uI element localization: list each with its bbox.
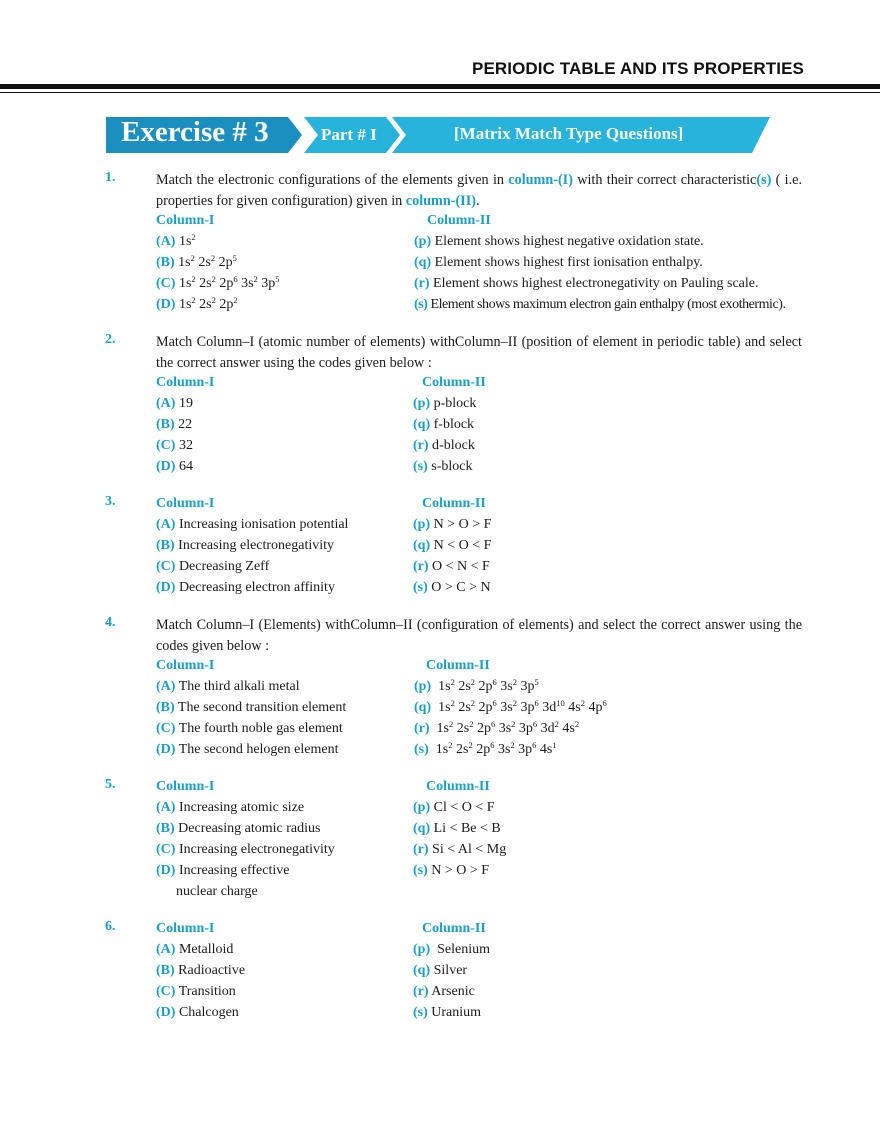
column-2-item: (q) f-block (413, 417, 475, 432)
column-1-item: (B) 1s2 2s2 2p5 (156, 253, 237, 270)
header-rule-thick (0, 84, 880, 89)
column-2-item: (q) N < O < F (413, 538, 492, 553)
column-2-item: (s) 1s2 2s2 2p6 3s2 3p6 4s1 (414, 740, 557, 757)
question-number: 1. (105, 170, 116, 185)
column-2-item: (s) N > O > F (413, 863, 490, 878)
column-2-item: (q) Li < Be < B (413, 821, 501, 836)
column-1-item: (D) Chalcogen (156, 1005, 239, 1020)
column-2-item: (s) Element shows maximum electron gain … (414, 297, 786, 312)
column-1-item: (B) Increasing electronegativity (156, 538, 335, 553)
exercise-banner: Exercise # 3 Part # I [Matrix Match Type… (0, 114, 880, 156)
column-2-item: (r) Si < Al < Mg (413, 842, 507, 857)
column-1-item: (C) Decreasing Zeff (156, 559, 270, 574)
column-1-item: (B) 22 (156, 417, 193, 432)
column-2-item: (r) O < N < F (413, 559, 490, 574)
column-1-item: (A) 19 (156, 396, 193, 411)
question-number: 2. (105, 332, 116, 347)
question-number: 4. (105, 615, 116, 630)
column-1-item: (A) 1s2 (156, 232, 196, 249)
column-1-header: Column-I (156, 921, 215, 936)
column-1-item: (C) Transition (156, 984, 236, 999)
column-1-header: Column-I (156, 375, 215, 390)
column-1-header: Column-I (156, 496, 215, 511)
column-1-item: (D) 64 (156, 459, 193, 474)
column-1-item: (D) 1s2 2s2 2p2 (156, 295, 238, 312)
exercise-title: Exercise # 3 (121, 116, 269, 148)
column-2-item: (q) 1s2 2s2 2p6 3s2 3p6 3d10 4s2 4p6 (414, 698, 607, 715)
question-stem: Match Column–I (atomic number of element… (156, 334, 802, 371)
column-1-item: (C) Increasing electronegativity (156, 842, 335, 857)
column-1-item: (A) The third alkali metal (156, 679, 300, 694)
column-1-item: (D) The second helogen element (156, 742, 339, 757)
column-1-item: (A) Increasing ionisation potential (156, 517, 349, 532)
page-title: PERIODIC TABLE AND ITS PROPERTIES (472, 59, 804, 78)
column-2-header: Column-II (422, 921, 486, 936)
header-rule-thin (0, 92, 880, 93)
column-2-item: (p) N > O > F (413, 517, 492, 532)
column-1-item: (A) Metalloid (156, 942, 234, 957)
column-1-header: Column-I (156, 658, 215, 673)
column-2-item: (p) Selenium (413, 942, 491, 957)
column-2-header: Column-II (426, 658, 490, 673)
banner-shape (106, 117, 770, 153)
column-2-item: (p) Cl < O < F (413, 800, 495, 815)
column-2-header: Column-II (427, 213, 491, 228)
column-1-item: (C) The fourth noble gas element (156, 721, 343, 736)
question-stem: Match Column–I (Elements) withColumn–II … (156, 617, 802, 654)
column-2-item: (r) Arsenic (413, 984, 475, 999)
column-2-item: (s) s-block (413, 459, 473, 474)
column-2-header: Column-II (422, 375, 486, 390)
column-2-item: (p) 1s2 2s2 2p6 3s2 3p5 (414, 677, 539, 694)
column-2-item: (q) Silver (413, 963, 468, 978)
column-2-header: Column-II (422, 496, 486, 511)
column-1-item-continuation: nuclear charge (176, 884, 258, 899)
question-stem: Match the electronic configurations of t… (156, 172, 803, 209)
column-1-item: (C) 1s2 2s2 2p6 3s2 3p5 (156, 274, 280, 291)
question-number: 3. (105, 494, 116, 509)
column-2-item: (s) Uranium (413, 1005, 482, 1020)
column-2-header: Column-II (426, 779, 490, 794)
column-2-item: (r) 1s2 2s2 2p6 3s2 3p6 3d2 4s2 (414, 719, 580, 736)
column-1-header: Column-I (156, 779, 215, 794)
column-2-item: (p) p-block (413, 396, 477, 411)
column-1-item: (A) Increasing atomic size (156, 800, 305, 815)
question-number: 6. (105, 919, 116, 934)
question-number: 5. (105, 777, 116, 792)
part-label: Part # I (321, 125, 377, 144)
column-2-item: (r) Element shows highest electronegativ… (414, 276, 759, 291)
question-type-label: [Matrix Match Type Questions] (454, 124, 684, 143)
column-2-item: (q) Element shows highest first ionisati… (414, 255, 703, 270)
column-2-item: (p) Element shows highest negative oxida… (414, 234, 704, 249)
column-1-item: (D) Decreasing electron affinity (156, 580, 335, 595)
column-1-item: (B) Decreasing atomic radius (156, 821, 321, 836)
column-2-item: (r) d-block (413, 438, 475, 453)
column-1-item: (C) 32 (156, 438, 193, 453)
column-1-item: (B) Radioactive (156, 963, 246, 978)
column-1-item: (D) Increasing effective (156, 863, 290, 878)
column-1-header: Column-I (156, 213, 215, 228)
column-2-item: (s) O > C > N (413, 580, 491, 595)
column-1-item: (B) The second transition element (156, 700, 347, 715)
